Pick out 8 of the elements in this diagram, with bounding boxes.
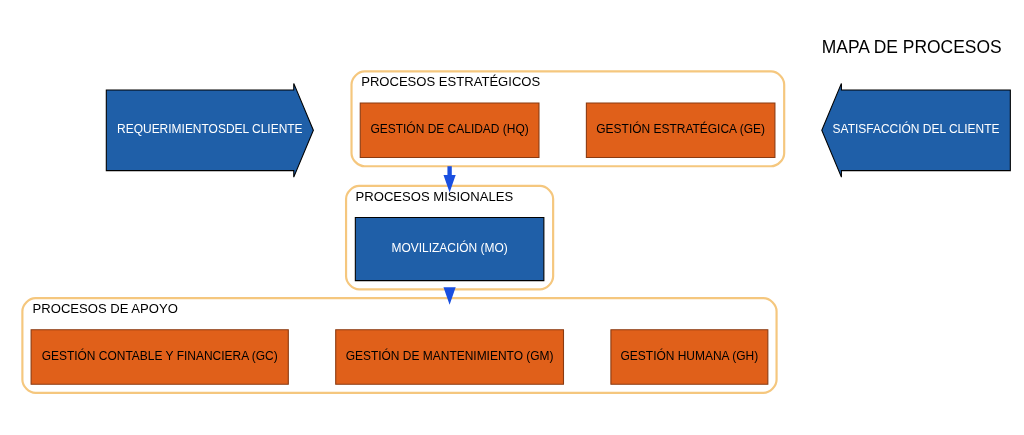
node-box: GESTIÓN ESTRATÉGICA (GE) (585, 101, 776, 158)
node-box: GESTIÓN DE MANTENIMIENTO (GM) (335, 328, 565, 385)
diagram-title: MAPA DE PROCESOS (821, 36, 1002, 57)
node-box: GESTIÓN HUMANA (GH) (610, 328, 769, 385)
node-box: MOVILIZACIÓN (MO) (354, 216, 545, 281)
node-box: GESTIÓN CONTABLE Y FINANCIERA (GC) (30, 328, 289, 385)
arrow (443, 165, 456, 192)
node-box: GESTIÓN DE CALIDAD (HQ) (359, 101, 540, 158)
